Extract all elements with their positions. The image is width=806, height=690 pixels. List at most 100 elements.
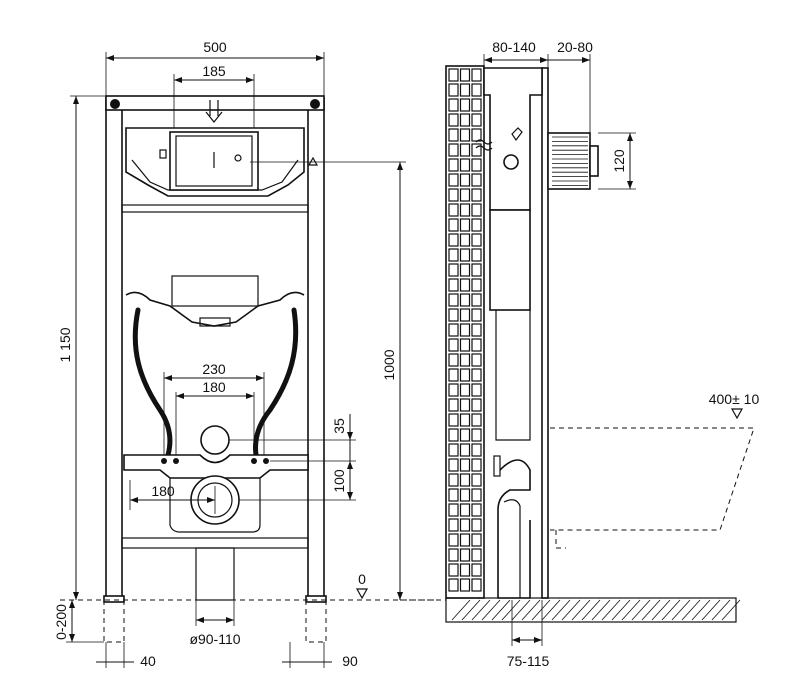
hatch-line	[461, 599, 481, 621]
wall-tile	[448, 143, 459, 157]
wall-tile	[459, 458, 471, 472]
dim-bowl-height: 400± 10	[709, 391, 760, 407]
wall-tile	[471, 113, 482, 127]
wall-tile	[471, 338, 482, 352]
mount-bolt-icon	[161, 458, 167, 464]
drain-bend-side	[497, 459, 531, 599]
wall-tile	[459, 98, 471, 112]
mid-crossbar	[121, 204, 309, 213]
wall-tile	[459, 83, 471, 97]
wall-tile	[471, 398, 482, 412]
toilet-bowl	[550, 427, 755, 531]
wall-tile	[471, 518, 482, 532]
hatch-line	[721, 599, 741, 621]
wall-tile	[459, 488, 471, 502]
drain-pipe	[195, 547, 235, 601]
water-wave-icon	[475, 139, 493, 151]
hatch-line	[521, 599, 541, 621]
hatch-line	[711, 599, 731, 621]
wall-tile	[448, 218, 459, 232]
wall-tile	[459, 413, 471, 427]
wall-tile	[448, 563, 459, 577]
mount-bolt-icon	[251, 458, 257, 464]
wall-tile	[448, 398, 459, 412]
dim-floor-level: 0	[358, 571, 366, 587]
bolt-icon	[110, 99, 120, 109]
wall-tile	[448, 503, 459, 517]
side-view: 80-140 20-80 120 400± 10 75-115	[400, 39, 759, 669]
dim-leg-adjust: 0-200	[53, 604, 69, 640]
wall-tile	[459, 248, 471, 262]
wall-tile	[448, 353, 459, 367]
wall-tile	[471, 263, 482, 277]
wall-tile	[459, 473, 471, 487]
front-view: 500 185 1 150 1000 230 180 180	[53, 39, 440, 669]
wall-tile	[471, 503, 482, 517]
wall-tile	[459, 293, 471, 307]
wall-tile	[471, 248, 482, 262]
wall-tiles	[448, 68, 482, 592]
flush-pipe	[200, 425, 230, 455]
hatch-line	[621, 599, 641, 621]
hatch-line	[491, 599, 511, 621]
level-marker-icon	[307, 156, 319, 166]
wall-tile	[448, 248, 459, 262]
hatch-line	[561, 599, 581, 621]
wall-tile	[459, 308, 471, 322]
dim-panel-offset: 20-80	[557, 39, 593, 55]
bolt-icon	[310, 99, 320, 109]
wall-tile	[448, 578, 459, 592]
wall-tile	[459, 338, 471, 352]
wall-tile	[448, 548, 459, 562]
wall-tile	[471, 473, 482, 487]
wall-tile	[459, 173, 471, 187]
toilet-base	[555, 530, 566, 549]
hatch-line	[571, 599, 591, 621]
wall-tile	[459, 68, 471, 82]
left-leg-extension	[103, 601, 125, 643]
mount-bolt-icon	[263, 458, 269, 464]
wall-tile	[459, 233, 471, 247]
wall-tile	[448, 458, 459, 472]
wall-tile	[471, 83, 482, 97]
wall-tile	[448, 68, 459, 82]
wall-tile	[471, 143, 482, 157]
wall-tile	[459, 383, 471, 397]
wall-tile	[459, 428, 471, 442]
dim-wall-depth: 80-140	[492, 39, 536, 55]
wall-tile	[471, 563, 482, 577]
water-inlet	[547, 132, 591, 190]
right-foot	[305, 595, 327, 603]
wall-tile	[471, 488, 482, 502]
hatch-line	[671, 599, 691, 621]
bracket	[493, 455, 501, 477]
hatch-line	[691, 599, 711, 621]
top-crossbar	[105, 95, 325, 111]
hatch-line	[681, 599, 701, 621]
wall-tile	[448, 263, 459, 277]
dim-drain-diameter: ø90-110	[189, 631, 240, 647]
hatch-line	[631, 599, 651, 621]
hatch-line	[701, 599, 721, 621]
wall-tile	[448, 488, 459, 502]
dim-foot-width: 90	[342, 653, 358, 669]
wall-tile	[448, 158, 459, 172]
hatch-line	[641, 599, 661, 621]
wall-tile	[471, 308, 482, 322]
wall-tile	[459, 533, 471, 547]
wall-tile	[459, 158, 471, 172]
hatch-line	[611, 599, 631, 621]
hatch-line	[451, 599, 471, 621]
dim-leg-width: 40	[140, 653, 156, 669]
right-hose	[253, 307, 299, 458]
wall-tile	[459, 218, 471, 232]
wall-tile	[471, 278, 482, 292]
wall-tile	[471, 98, 482, 112]
wall-tile	[448, 473, 459, 487]
floor-level-marker-icon	[355, 588, 369, 600]
dim-width-button: 185	[202, 63, 226, 79]
wall-tile	[471, 233, 482, 247]
dim-drain-offset: 180	[151, 483, 175, 499]
valve-lever-icon	[511, 127, 523, 142]
wall-tile	[471, 383, 482, 397]
